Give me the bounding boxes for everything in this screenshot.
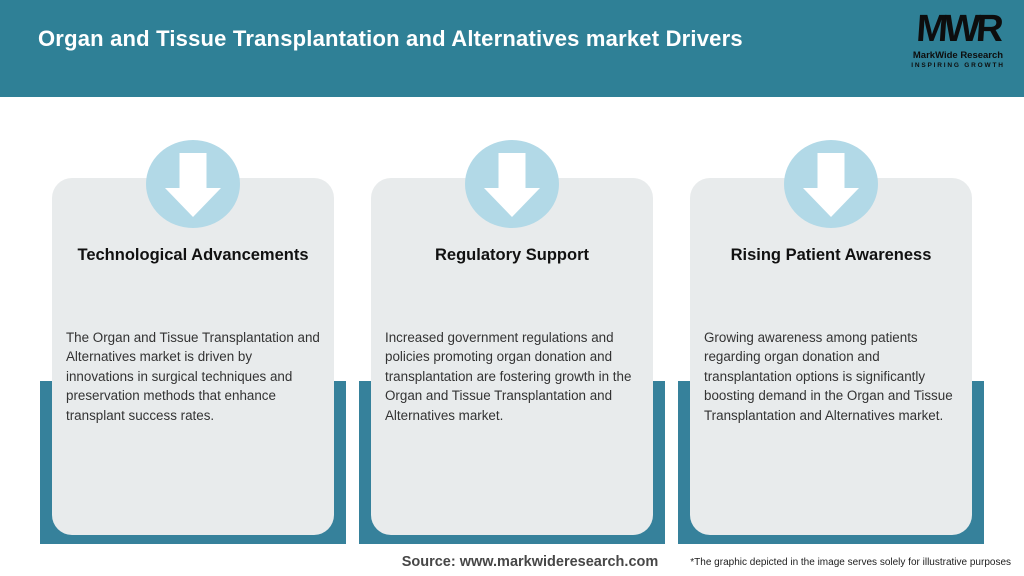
- driver-card-regulatory-support: Regulatory Support Increased government …: [371, 178, 653, 535]
- card-title: Rising Patient Awareness: [730, 246, 932, 264]
- card-description: Growing awareness among patients regardi…: [704, 330, 953, 423]
- card-description: Increased government regulations and pol…: [385, 330, 632, 423]
- icon-circle: [465, 140, 559, 228]
- logo-name: MarkWide Research: [912, 50, 1004, 61]
- source-text: Source: www.markwideresearch.com: [401, 554, 659, 570]
- page-title: Organ and Tissue Transplantation and Alt…: [38, 26, 743, 51]
- down-arrow-icon: [484, 153, 540, 217]
- card-title: Regulatory Support: [434, 246, 589, 264]
- icon-circle: [146, 140, 240, 228]
- card-description: The Organ and Tissue Transplantation and…: [66, 330, 320, 423]
- card-title: Technological Advancements: [77, 246, 309, 264]
- logo-tagline: INSPIRING GROWTH: [911, 62, 1005, 69]
- disclaimer-text: *The graphic depicted in the image serve…: [690, 557, 1011, 568]
- driver-card-technological-advancements: Technological Advancements The Organ and…: [52, 178, 334, 535]
- markwide-logo: MWR MarkWide Research INSPIRING GROWTH: [908, 8, 1008, 70]
- down-arrow-icon: [165, 153, 221, 217]
- header-bar: Organ and Tissue Transplantation and Alt…: [0, 0, 1024, 97]
- driver-card-rising-patient-awareness: Rising Patient Awareness Growing awarene…: [690, 178, 972, 535]
- icon-circle: [784, 140, 878, 228]
- down-arrow-icon: [803, 153, 859, 217]
- logo-acronym: MWR: [915, 8, 1001, 50]
